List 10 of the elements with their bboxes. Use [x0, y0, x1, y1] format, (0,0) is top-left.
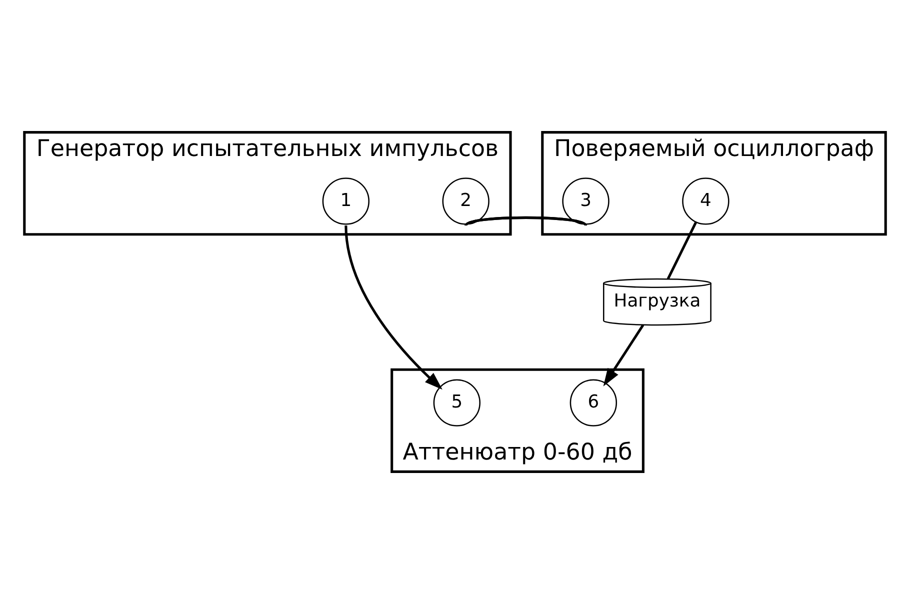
- node-circle: 2: [442, 177, 490, 224]
- arrow: [603, 324, 644, 386]
- connector: [464, 216, 587, 226]
- node-circle: 5: [433, 378, 481, 426]
- connector: [666, 221, 698, 279]
- node-circle: 4: [682, 177, 730, 224]
- node-circle: 1: [322, 177, 370, 224]
- node-circle: 6: [570, 378, 618, 426]
- node-circle: 3: [562, 177, 610, 224]
- arrow: [344, 224, 442, 390]
